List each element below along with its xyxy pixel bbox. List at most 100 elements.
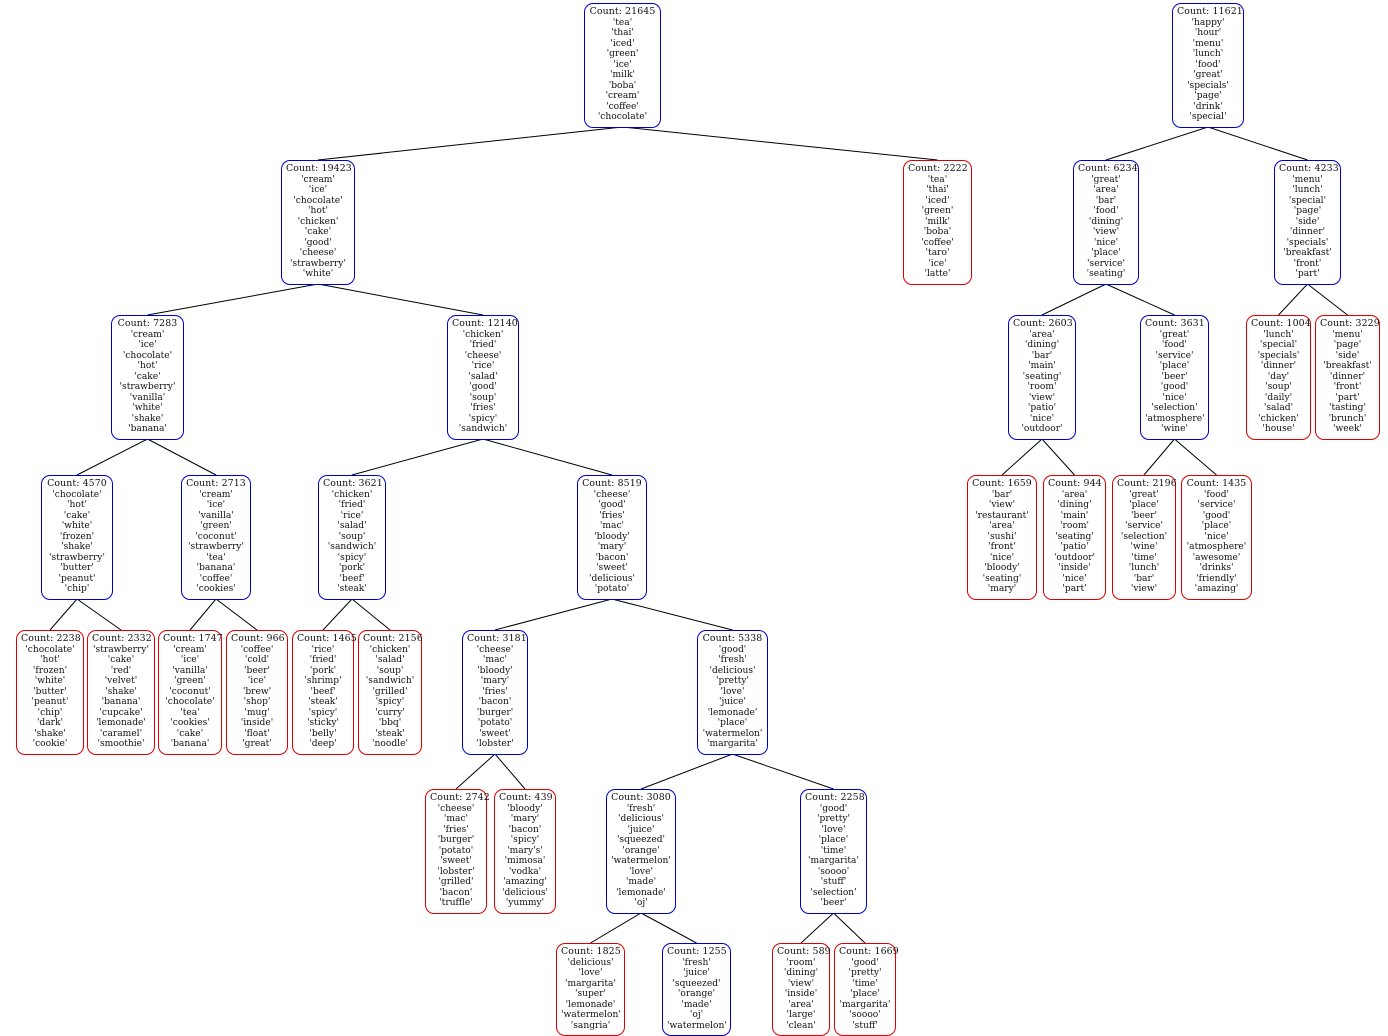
- node-term: 'dining': [1024, 340, 1060, 351]
- tree-node[interactable]: Count: 4233'menu''lunch''special''page''…: [1274, 160, 1341, 285]
- node-term: 'area': [1093, 185, 1119, 196]
- tree-node[interactable]: Count: 2332'strawberry''cake''red''velve…: [87, 630, 155, 755]
- node-term: 'bbq': [378, 718, 402, 729]
- tree-edge: [640, 912, 697, 944]
- tree-node[interactable]: Count: 4570'chocolate''hot''cake''white'…: [41, 475, 113, 600]
- node-term: 'bloody': [984, 563, 1020, 574]
- tree-edge: [455, 753, 496, 790]
- tree-node[interactable]: Count: 5338'good''fresh''delicious''pret…: [697, 630, 768, 755]
- tree-edge: [732, 753, 834, 790]
- node-count-label: Count: 589: [777, 946, 831, 957]
- node-term: 'soooo': [817, 866, 850, 877]
- node-term: 'menu': [1292, 174, 1323, 185]
- node-term: 'chocolate': [293, 195, 343, 206]
- node-term: 'tea': [927, 174, 948, 185]
- node-term: 'great': [1091, 174, 1121, 185]
- node-term: 'bar': [1133, 573, 1155, 584]
- tree-node[interactable]: Count: 3229'menu''page''side''breakfast'…: [1315, 315, 1380, 440]
- node-count-label: Count: 8519: [582, 478, 642, 489]
- node-term: 'milk': [610, 70, 635, 81]
- node-term: 'chicken': [297, 216, 339, 227]
- tree-edge: [317, 126, 623, 161]
- node-term: 'chocolate': [25, 644, 75, 655]
- node-term: 'food': [1093, 206, 1119, 217]
- tree-node[interactable]: Count: 2156'chicken''salad''soup''sandwi…: [358, 630, 423, 755]
- node-term: 'nice': [1062, 573, 1087, 584]
- tree-node[interactable]: Count: 2222'tea''thai''iced''green''milk…: [903, 160, 972, 285]
- tree-node[interactable]: Count: 19423'cream''ice''chocolate''hot'…: [281, 160, 355, 285]
- node-term: 'white': [302, 269, 334, 280]
- node-term: 'mary's': [507, 845, 543, 856]
- node-term: 'cheese': [437, 803, 475, 814]
- tree-node[interactable]: Count: 1465'rice''fried''pork''shrimp''b…: [292, 630, 357, 755]
- tree-node[interactable]: Count: 1659'bar''view''restaurant''area'…: [967, 475, 1037, 600]
- node-term: 'cupcake': [99, 707, 143, 718]
- node-term: 'banana': [196, 563, 236, 574]
- tree-node[interactable]: Count: 3621'chicken''fried''rice''salad'…: [318, 475, 386, 600]
- node-term: 'chocolate': [52, 489, 102, 500]
- tree-node[interactable]: Count: 3181'cheese''mac''bloody''mary''f…: [462, 630, 528, 755]
- node-term: 'cookies': [170, 718, 210, 729]
- node-term: 'cheese': [476, 644, 514, 655]
- tree-node[interactable]: Count: 11621'happy''hour''menu''lunch''f…: [1172, 3, 1244, 128]
- tree-node[interactable]: Count: 1825'delicious''love''margarita''…: [556, 943, 625, 1036]
- node-term: 'mac': [443, 814, 469, 825]
- node-term: 'soup': [338, 531, 366, 542]
- tree-edge: [494, 753, 526, 790]
- tree-node[interactable]: Count: 966'coffee''cold''beer''ice''brew…: [226, 630, 288, 755]
- node-term: 'hot': [308, 206, 328, 217]
- tree-node[interactable]: Count: 3631'great''food''service''place'…: [1140, 315, 1209, 440]
- node-term: 'soup': [469, 392, 497, 403]
- tree-node[interactable]: Count: 1747'cream''ice''vanilla''green''…: [158, 630, 223, 755]
- node-term: 'cake': [176, 728, 204, 739]
- node-term: 'hot': [67, 500, 87, 511]
- tree-node[interactable]: Count: 1255'fresh''juice''squeezed''oran…: [662, 943, 731, 1036]
- tree-node[interactable]: Count: 2742'cheese''mac''fries''burger''…: [425, 789, 490, 914]
- node-term: 'good': [304, 237, 332, 248]
- node-term: 'time': [852, 978, 878, 989]
- tree-node[interactable]: Count: 7283'cream''ice''chocolate''hot''…: [111, 315, 184, 440]
- tree-node[interactable]: Count: 8519'cheese''good''fries''mac''bl…: [577, 475, 647, 600]
- tree-node[interactable]: Count: 589'room''dining''view''inside''a…: [772, 943, 831, 1036]
- node-term: 'bacon': [478, 697, 512, 708]
- node-term: 'beef': [339, 573, 365, 584]
- node-term: 'cookie': [32, 739, 68, 750]
- tree-node[interactable]: Count: 944'area''dining''main''room''sea…: [1043, 475, 1106, 600]
- node-term: 'pretty': [716, 676, 749, 687]
- tree-node[interactable]: Count: 1435'food''service''good''place''…: [1181, 475, 1252, 600]
- tree-node[interactable]: Count: 2258'good''pretty''love''place''t…: [800, 789, 867, 914]
- node-term: 'margarita': [808, 856, 859, 867]
- node-term: 'tasting': [1329, 403, 1366, 414]
- tree-node[interactable]: Count: 439'bloody''mary''bacon''spicy''m…: [494, 789, 556, 914]
- node-term: 'bloody': [507, 803, 543, 814]
- node-term: 'place': [1091, 248, 1121, 259]
- node-term: 'nice': [1204, 531, 1229, 542]
- node-term: 'butter': [60, 563, 94, 574]
- tree-node[interactable]: Count: 1004'lunch''special''specials''di…: [1246, 315, 1311, 440]
- node-term: 'pork': [338, 563, 366, 574]
- tree-node[interactable]: Count: 2238'chocolate''hot''frozen''whit…: [16, 630, 84, 755]
- node-term: 'fries': [443, 824, 469, 835]
- node-term: 'steak': [337, 584, 367, 595]
- node-term: 'great': [1129, 489, 1159, 500]
- node-count-label: Count: 3080: [611, 792, 671, 803]
- tree-node[interactable]: Count: 2713'cream''ice''vanilla''green''…: [181, 475, 251, 600]
- tree-node[interactable]: Count: 2603'area''dining''bar''main''sea…: [1008, 315, 1076, 440]
- node-term: 'beer': [1131, 510, 1157, 521]
- node-term: 'rice': [311, 644, 335, 655]
- node-term: 'mug': [244, 707, 270, 718]
- node-term: 'specials': [1257, 350, 1300, 361]
- tree-node[interactable]: Count: 12140'chicken''fried''cheese''ric…: [447, 315, 519, 440]
- node-term: 'cream': [173, 644, 207, 655]
- tree-node[interactable]: Count: 3080'fresh''delicious''juice''squ…: [606, 789, 676, 914]
- tree-node[interactable]: Count: 21645'tea''thai''iced''green''ice…: [584, 3, 661, 128]
- tree-node[interactable]: Count: 2196'great''place''beer''service'…: [1112, 475, 1177, 600]
- node-term: 'mac': [482, 655, 508, 666]
- node-term: 'vanilla': [198, 510, 234, 521]
- node-term: 'white': [34, 676, 66, 687]
- node-term: 'place': [850, 989, 880, 1000]
- tree-node[interactable]: Count: 6234'great''area''bar''food''dini…: [1073, 160, 1139, 285]
- node-term: 'iced': [610, 38, 635, 49]
- node-term: 'love': [578, 968, 603, 979]
- tree-node[interactable]: Count: 1669'good''pretty''time''place''m…: [834, 943, 899, 1036]
